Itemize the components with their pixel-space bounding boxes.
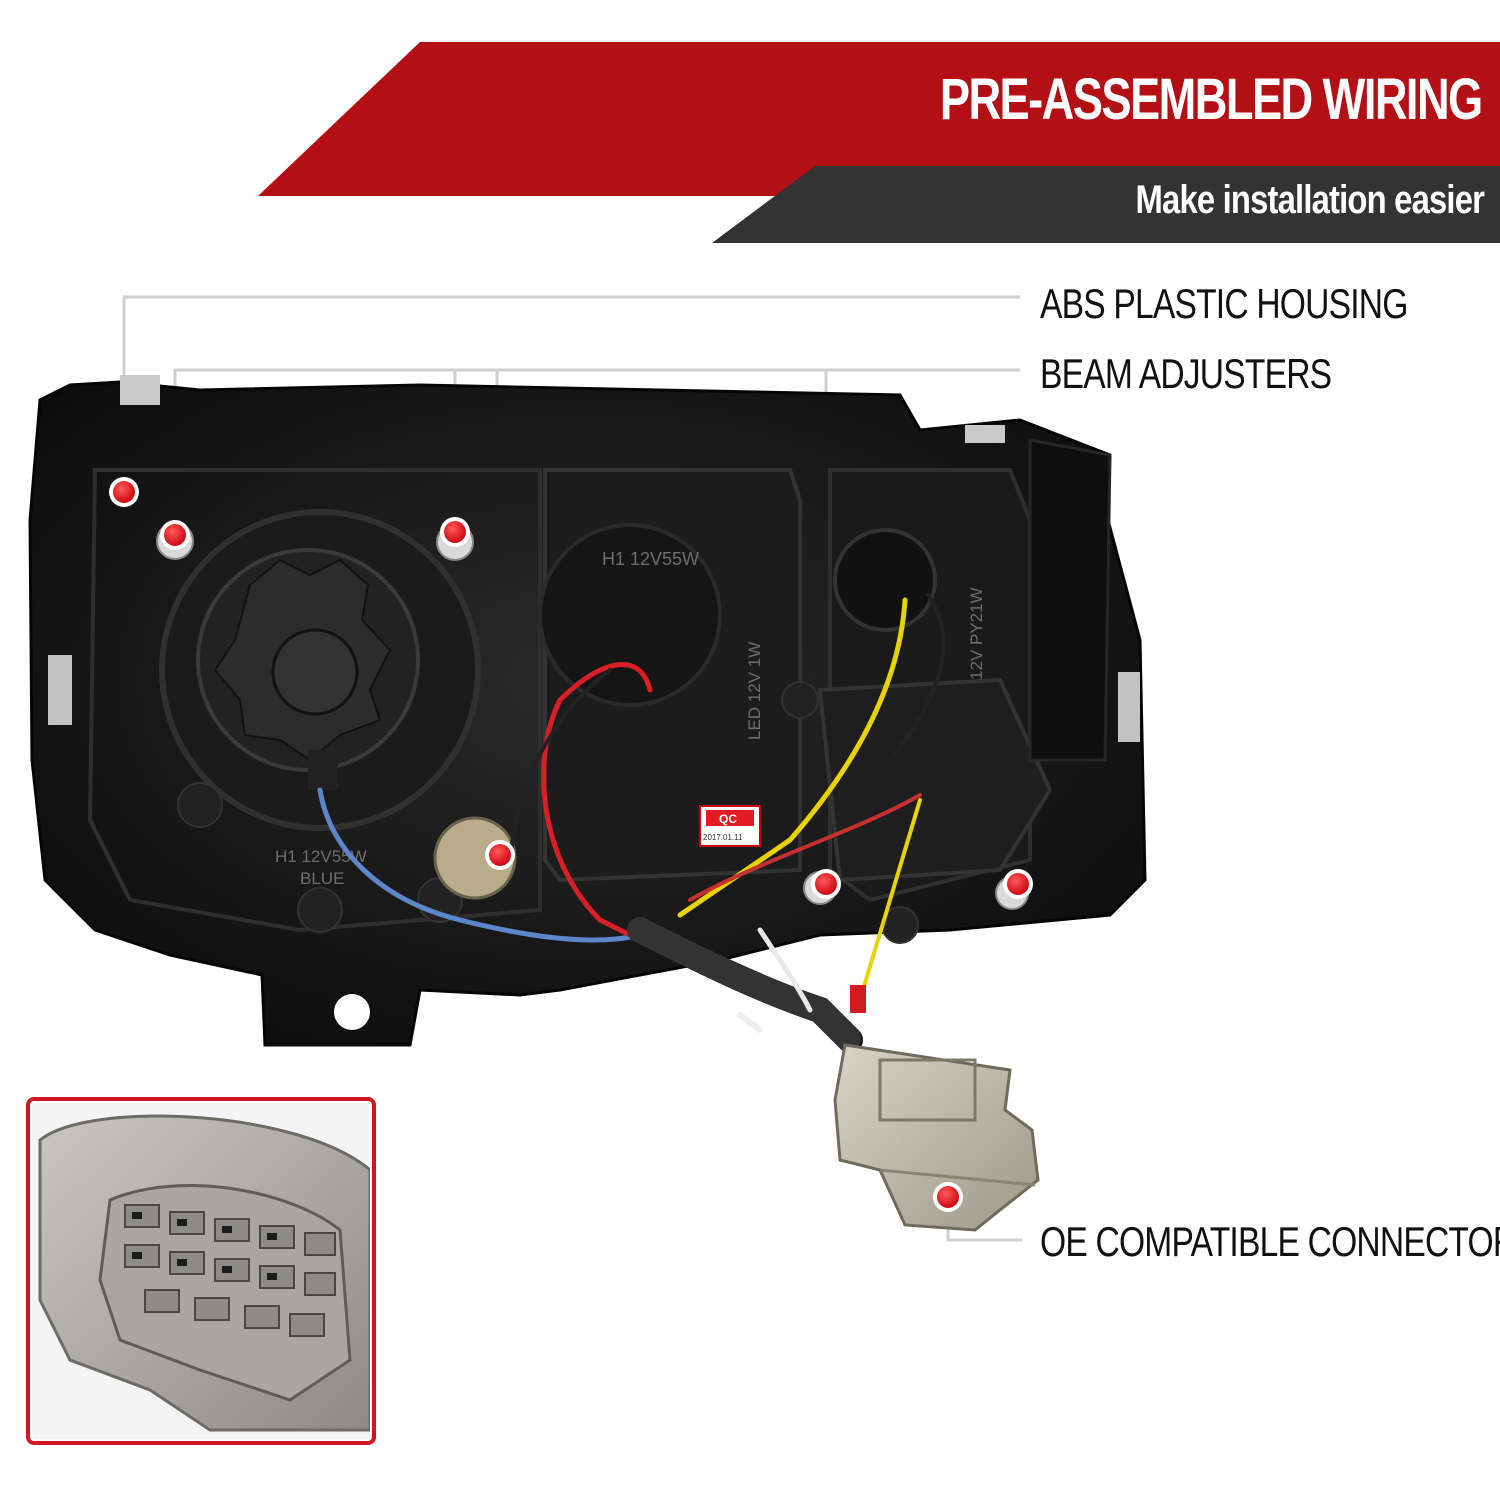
banner-subtitle: Make installation easier [1135, 178, 1484, 222]
clip-left [48, 655, 72, 725]
mark-blue: BLUE [300, 869, 344, 888]
headlight-housing [28, 375, 1147, 1047]
mark-led: LED 12V 1W [745, 642, 764, 740]
banner-red [258, 42, 1500, 196]
clip-right [1118, 672, 1140, 742]
mark-h1-bottom: H1 12V55W [275, 847, 367, 866]
clip-top-left [120, 375, 160, 405]
banner-title: PRE-ASSEMBLED WIRING [940, 67, 1483, 132]
qc-label: QC [719, 812, 737, 826]
callout-housing-label: ABS PLASTIC HOUSING [1040, 280, 1408, 327]
banner-dark [712, 166, 1500, 243]
oe-connector [833, 1043, 1040, 1232]
wiring-harness [317, 593, 946, 1053]
qc-date: 2017.01.11 [703, 833, 743, 842]
qc-sticker: QC 2017.01.11 [699, 805, 761, 847]
clip-top-right [965, 425, 1005, 443]
callout-beam-adjusters-label: BEAM ADJUSTERS [1040, 350, 1332, 397]
callout-connector-label: OE COMPATIBLE CONNECTOR [1040, 1218, 1500, 1265]
mark-h1-top: H1 12V55W [602, 549, 699, 569]
mount-hole [334, 994, 370, 1030]
callout-dots [109, 477, 1033, 1212]
bulb-socket [308, 750, 338, 790]
signal-socket [433, 816, 517, 900]
mark-side: 12V PY21W [967, 587, 986, 680]
connector-inset [26, 1097, 376, 1445]
